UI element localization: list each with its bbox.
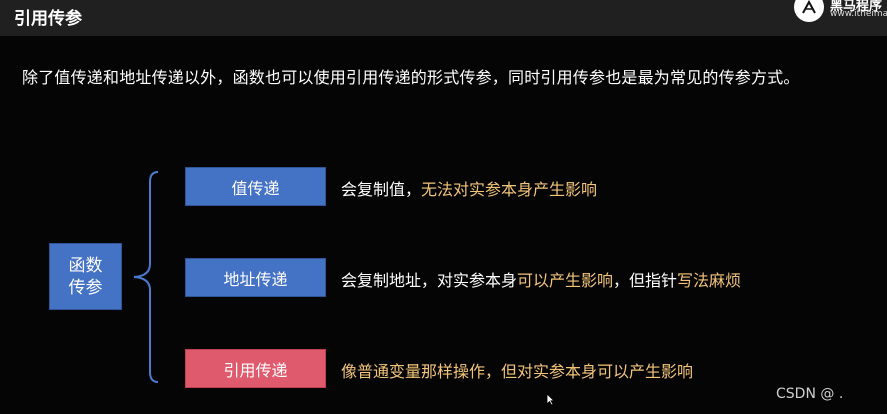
- branch-reference-pass: 引用传递: [185, 349, 326, 388]
- branch-value-pass: 值传递: [185, 167, 326, 206]
- intro-text: 除了值传递和地址传递以外，函数也可以使用引用传递的形式传参，同时引用传参也是最为…: [22, 68, 800, 87]
- logo-url: www.itheima: [830, 9, 887, 19]
- desc-address-plain: 会复制地址，对实参本身: [341, 271, 518, 290]
- mouse-pointer-icon: [546, 393, 555, 406]
- logo-icon: [794, 0, 824, 22]
- desc-address-highlight-2: 写法麻烦: [677, 271, 742, 290]
- root-node-line-2: 传参: [68, 277, 103, 298]
- csdn-watermark: CSDN @ .: [776, 386, 844, 402]
- root-node-function-params: 函数 传参: [49, 243, 122, 310]
- brand-logo: 黑马程序 www.itheima: [794, 0, 887, 22]
- branch-address-pass: 地址传递: [185, 258, 326, 297]
- header-bar: 引用传参 黑马程序 www.itheima: [0, 0, 887, 36]
- desc-value-pass: 会复制值，无法对实参本身产生影响: [341, 176, 597, 200]
- desc-reference-highlight: 像普通变量那样操作，但对实参本身可以产生影响: [341, 362, 694, 381]
- desc-value-plain: 会复制值，: [341, 180, 422, 199]
- desc-value-highlight: 无法对实参本身产生影响: [421, 180, 598, 199]
- desc-address-highlight: 可以产生影响: [517, 271, 614, 290]
- logo-name: 黑马程序: [830, 0, 883, 14]
- desc-address-plain-2: ，但指针: [613, 271, 678, 290]
- desc-reference-pass: 像普通变量那样操作，但对实参本身可以产生影响: [341, 358, 693, 382]
- curly-brace-icon: [133, 171, 159, 383]
- desc-address-pass: 会复制地址，对实参本身可以产生影响，但指针写法麻烦: [341, 267, 741, 291]
- root-node-line-1: 函数: [68, 255, 103, 276]
- page-title: 引用传参: [14, 9, 82, 29]
